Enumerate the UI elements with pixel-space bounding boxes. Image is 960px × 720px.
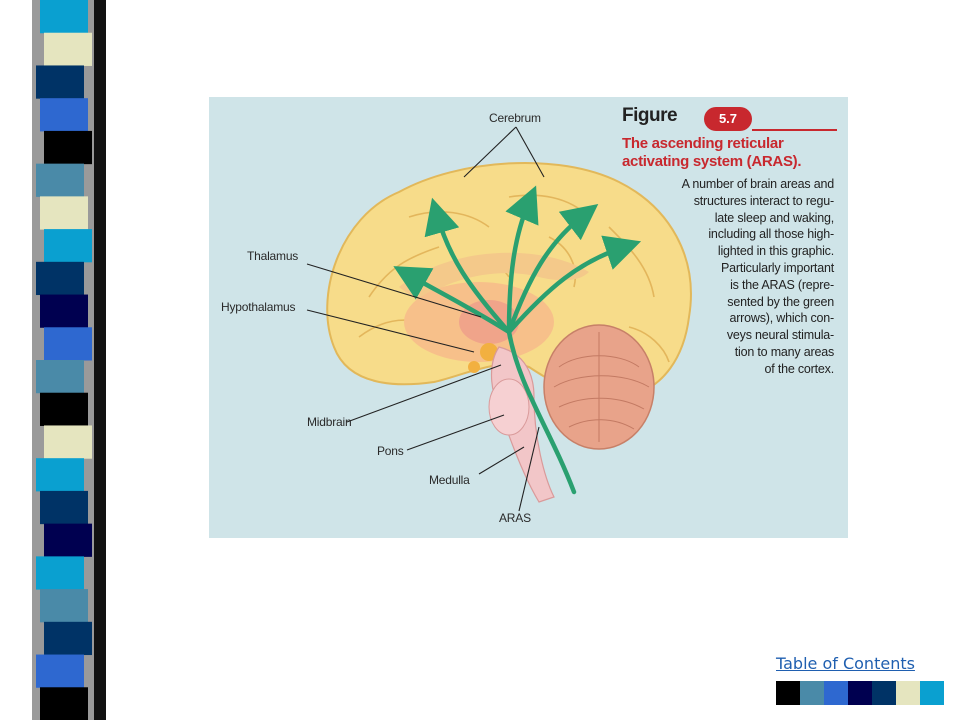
- caption-line: arrows), which con-: [729, 311, 834, 326]
- aras-arrows: [393, 185, 642, 495]
- stripe-block: [40, 294, 88, 328]
- brain-illustration: [306, 126, 692, 512]
- aras-arrow-3: [506, 204, 599, 335]
- stripe-block: [36, 163, 84, 197]
- stripe-blocks: [36, 0, 92, 720]
- nav-swatch: [776, 681, 800, 705]
- stripe-block: [40, 0, 88, 34]
- stripe-block: [36, 556, 84, 590]
- stripe-block: [36, 458, 84, 492]
- label-medulla: Medulla: [429, 473, 470, 487]
- stripe-block: [40, 589, 88, 623]
- label-midbrain: Midbrain: [307, 415, 352, 429]
- caption-line: veys neural stimula-: [726, 328, 834, 343]
- figure-rule: [752, 129, 837, 131]
- stripe-block: [36, 261, 84, 296]
- cerebrum-leader-1: [463, 126, 517, 178]
- nav-swatch: [848, 681, 872, 705]
- pituitary-shape: [468, 361, 480, 373]
- cerebellum-folia: [553, 332, 650, 442]
- aras-arrow-4: [506, 235, 642, 335]
- left-stripe-graphic: [32, 0, 106, 720]
- pons-shape: [488, 378, 530, 436]
- cerebrum-leader-2: [515, 126, 545, 178]
- stripe-block: [36, 654, 84, 688]
- figure-title-line: The ascending reticular: [622, 135, 784, 152]
- brain-figure-panel: Figure 5.7 The ascending reticular activ…: [209, 97, 848, 538]
- stripe-block: [36, 65, 84, 99]
- aras-trunk: [506, 329, 577, 495]
- caption-line: is the ARAS (repre-: [730, 277, 834, 292]
- figure-caption: A number of brain areas and structures i…: [629, 176, 835, 378]
- figure-word: Figure: [622, 105, 678, 126]
- nav-swatch: [872, 681, 896, 705]
- table-of-contents-link[interactable]: Table of Contents: [776, 654, 915, 673]
- nav-swatch: [800, 681, 824, 705]
- figure-title-line: activating system (ARAS).: [622, 153, 802, 170]
- stripe-block: [36, 360, 84, 394]
- aras-arrow-5: [393, 266, 512, 335]
- figure-header: Figure 5.7: [622, 105, 837, 135]
- stripe-block: [44, 425, 92, 459]
- hypothalamus-shape: [480, 343, 498, 361]
- leader-lines: [306, 126, 545, 512]
- caption-line: lighted in this graphic.: [717, 244, 834, 259]
- stripe-block: [44, 229, 92, 263]
- caption-line: tion to many areas: [734, 344, 834, 359]
- aras-arrow-1: [424, 197, 512, 335]
- caption-line: structures interact to regu-: [693, 193, 834, 208]
- nav-color-strip: [776, 681, 944, 705]
- pons-leader: [406, 414, 505, 451]
- label-hypothalamus: Hypothalamus: [221, 300, 296, 314]
- stripe-block: [40, 98, 88, 132]
- stripe-block: [44, 621, 92, 656]
- label-pons: Pons: [377, 444, 404, 458]
- stripe-block: [40, 490, 88, 525]
- nav-swatch: [896, 681, 920, 705]
- caption-line: sented by the green: [727, 294, 834, 309]
- label-thalamus: Thalamus: [247, 249, 299, 263]
- stripe-block: [44, 32, 92, 66]
- left-decorative-stripe: [0, 0, 110, 720]
- nav-swatch: [920, 681, 944, 705]
- caption-line: Particularly important: [720, 260, 834, 275]
- stripe-block: [44, 327, 92, 361]
- caption-line: A number of brain areas and: [681, 177, 835, 191]
- stripe-block: [40, 687, 88, 720]
- stripe-block: [40, 196, 88, 230]
- medulla-leader: [478, 446, 525, 475]
- caption-line: including all those high-: [708, 227, 834, 242]
- midbrain-leader: [346, 364, 502, 423]
- caption-line: of the cortex.: [764, 361, 835, 376]
- nav-swatch: [824, 681, 848, 705]
- figure-title: The ascending reticular activating syste…: [622, 135, 842, 171]
- figure-number-badge: 5.7: [704, 107, 752, 131]
- label-cerebrum: Cerebrum: [489, 111, 541, 125]
- aras-arrow-2: [505, 185, 539, 335]
- stripe-block: [44, 130, 92, 165]
- hypothalamus-leader: [306, 309, 475, 353]
- stripe-block: [44, 523, 92, 557]
- label-aras: ARAS: [499, 511, 531, 525]
- stripe-block: [40, 392, 88, 426]
- thalamus-leader: [306, 263, 482, 318]
- caption-line: late sleep and waking,: [714, 210, 834, 225]
- aras-leader: [518, 426, 540, 512]
